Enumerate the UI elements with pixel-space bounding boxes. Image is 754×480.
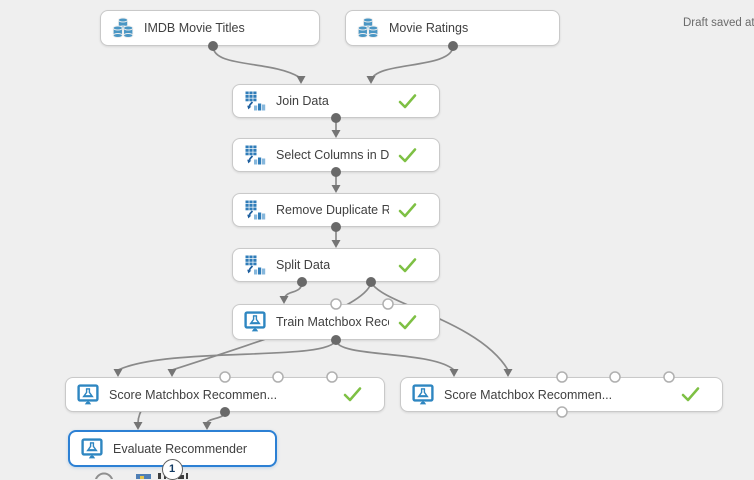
edge-arrowhead <box>114 369 123 377</box>
completed-check-icon <box>398 315 417 330</box>
completed-check-icon <box>398 148 417 163</box>
completed-check-icon <box>343 387 362 402</box>
node-label: Score Matchbox Recommen... <box>109 388 277 402</box>
node-train-matchbox-recommender[interactable]: Train Matchbox Recommen... <box>232 304 440 340</box>
data-transformation-icon <box>243 198 267 222</box>
edge-score-matchbox-recommender-left-to-evaluate-recommender[interactable] <box>207 412 225 423</box>
node-label: Evaluate Recommender <box>113 442 247 456</box>
data-transformation-icon <box>243 143 267 167</box>
machine-learning-module-icon <box>80 437 104 461</box>
edge-imdb-movie-titles-to-join-data[interactable] <box>213 46 299 77</box>
edge-arrowhead <box>450 369 459 377</box>
edge-arrowhead <box>332 130 341 138</box>
dataset-cylinders-icon <box>356 16 380 40</box>
machine-learning-module-icon <box>76 383 100 407</box>
edge-arrowhead <box>504 369 513 377</box>
node-label: Movie Ratings <box>389 21 468 35</box>
edge-train-matchbox-recommender-to-score-matchbox-recommender-left[interactable] <box>118 340 336 370</box>
edge-arrowhead <box>332 185 341 193</box>
edge-arrowhead <box>367 76 376 84</box>
edge-arrowhead <box>332 240 341 248</box>
node-remove-duplicate-rows[interactable]: Remove Duplicate Rows <box>232 193 440 227</box>
machine-learning-module-icon <box>411 383 435 407</box>
node-select-columns-in-dataset[interactable]: Select Columns in Dataset <box>232 138 440 172</box>
node-movie-ratings[interactable]: Movie Ratings <box>345 10 560 46</box>
node-label: IMDB Movie Titles <box>144 21 245 35</box>
edge-arrowhead <box>297 76 306 84</box>
node-label: Join Data <box>276 94 329 108</box>
node-output-badge[interactable]: 1 <box>162 459 183 480</box>
clipped-bottom-ui-fragment <box>186 473 188 479</box>
clipped-bottom-ui-fragment <box>96 474 113 480</box>
node-score-matchbox-recommender-right[interactable]: Score Matchbox Recommen... <box>400 377 723 412</box>
data-transformation-icon <box>243 89 267 113</box>
edge-train-matchbox-recommender-to-score-matchbox-recommender-right[interactable] <box>336 340 454 370</box>
node-label: Train Matchbox Recommen... <box>276 315 389 329</box>
dataset-cylinders-icon <box>111 16 135 40</box>
edge-split-data-to-train-matchbox-recommender[interactable] <box>285 282 302 297</box>
clipped-bottom-ui-fragment <box>158 473 161 479</box>
edge-arrowhead <box>168 369 177 377</box>
completed-check-icon <box>681 387 700 402</box>
edge-arrowhead <box>203 422 212 430</box>
completed-check-icon <box>398 203 417 218</box>
edge-arrowhead <box>134 422 143 430</box>
edge-arrowhead <box>280 296 289 304</box>
machine-learning-module-icon <box>243 310 267 334</box>
node-imdb-movie-titles[interactable]: IMDB Movie Titles <box>100 10 320 46</box>
completed-check-icon <box>398 94 417 109</box>
draft-saved-status: Draft saved at 오 <box>683 14 754 30</box>
node-join-data[interactable]: Join Data <box>232 84 440 118</box>
node-label: Split Data <box>276 258 330 272</box>
node-split-data[interactable]: Split Data <box>232 248 440 282</box>
data-transformation-icon <box>243 253 267 277</box>
node-score-matchbox-recommender-left[interactable]: Score Matchbox Recommen... <box>65 377 385 412</box>
node-label: Select Columns in Dataset <box>276 148 389 162</box>
node-label: Remove Duplicate Rows <box>276 203 389 217</box>
clipped-bottom-ui-fragment <box>136 474 151 479</box>
edge-movie-ratings-to-join-data[interactable] <box>373 46 453 77</box>
completed-check-icon <box>398 258 417 273</box>
node-label: Score Matchbox Recommen... <box>444 388 612 402</box>
